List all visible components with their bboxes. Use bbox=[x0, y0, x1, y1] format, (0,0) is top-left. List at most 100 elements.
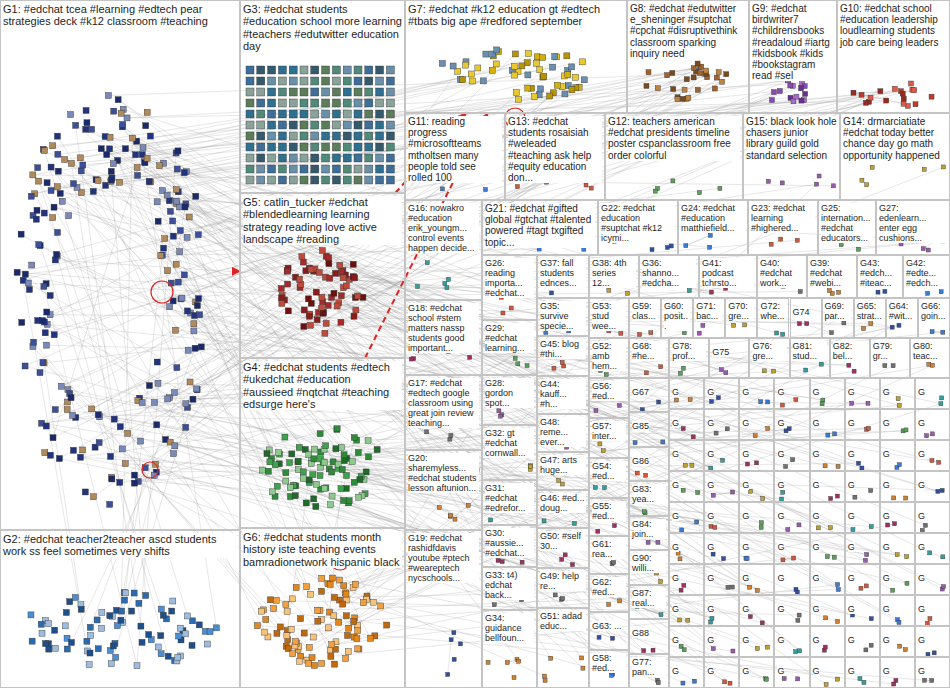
vertex-marker bbox=[257, 165, 265, 173]
vertex-marker bbox=[794, 650, 798, 654]
vertex-marker bbox=[723, 680, 727, 684]
vertex-marker bbox=[160, 612, 166, 618]
network-line bbox=[40, 246, 163, 616]
vertex-marker bbox=[386, 110, 394, 118]
vertex-marker bbox=[817, 174, 821, 178]
vertex-marker bbox=[322, 121, 330, 129]
vertex-marker bbox=[724, 72, 729, 77]
vertex-marker bbox=[791, 99, 796, 104]
group-box: G bbox=[915, 533, 950, 564]
vertex-marker bbox=[306, 644, 312, 650]
group-label: G68: #he... bbox=[632, 341, 666, 361]
vertex-marker bbox=[117, 179, 123, 185]
group-box: G75 bbox=[709, 338, 749, 378]
vertex-marker bbox=[334, 303, 340, 309]
vertex-marker bbox=[192, 345, 198, 351]
group-box: G62: #ed... bbox=[589, 574, 629, 612]
vertex-marker bbox=[815, 182, 819, 186]
vertex-marker bbox=[869, 489, 873, 493]
group-label: G bbox=[848, 418, 855, 428]
network-line bbox=[122, 86, 562, 448]
network-line bbox=[111, 399, 193, 664]
group-box: G bbox=[704, 626, 739, 657]
group-label: G57: inter... bbox=[592, 421, 626, 441]
vertex-marker bbox=[798, 290, 802, 294]
vertex-marker bbox=[612, 560, 616, 564]
group-label: G bbox=[777, 480, 784, 490]
vertex-marker bbox=[38, 621, 44, 627]
vertex-marker bbox=[697, 191, 701, 195]
vertex-marker bbox=[63, 610, 69, 616]
group-label: G65: strat... bbox=[857, 301, 883, 321]
group-box: G37: fall students ednces... bbox=[537, 255, 589, 298]
vertex-marker bbox=[118, 110, 124, 116]
group-label: G88 bbox=[632, 628, 649, 638]
vertex-marker bbox=[679, 588, 683, 592]
vertex-marker bbox=[191, 328, 197, 334]
vertex-marker bbox=[674, 398, 678, 402]
vertex-marker bbox=[376, 77, 384, 85]
vertex-marker bbox=[769, 98, 774, 103]
group-box: G53: stud wee... bbox=[589, 298, 629, 338]
vertex-marker bbox=[710, 399, 714, 403]
vertex-marker bbox=[886, 523, 890, 527]
group-label: G81: stud... bbox=[793, 341, 827, 361]
group-box: G bbox=[845, 564, 880, 595]
group-box: G bbox=[845, 533, 880, 564]
vertex-marker bbox=[73, 122, 79, 128]
vertex-marker bbox=[766, 400, 770, 404]
group-label: G bbox=[707, 604, 714, 614]
vertex-marker bbox=[301, 630, 307, 636]
vertex-marker bbox=[859, 586, 863, 590]
vertex-marker bbox=[66, 213, 72, 219]
vertex-marker bbox=[166, 198, 172, 204]
vertex-marker bbox=[300, 154, 308, 162]
vertex-marker bbox=[134, 165, 140, 171]
vertex-marker bbox=[921, 247, 925, 251]
group-box: G bbox=[774, 595, 809, 626]
vertex-marker bbox=[517, 659, 521, 663]
vertex-marker bbox=[64, 646, 70, 652]
vertex-marker bbox=[354, 110, 362, 118]
vertex-marker bbox=[78, 606, 84, 612]
vertex-marker bbox=[644, 83, 649, 88]
group-label: G21: #edchat #gifted global #gtchat #tal… bbox=[485, 203, 595, 248]
vertex-marker bbox=[246, 77, 254, 85]
vertex-marker bbox=[470, 78, 476, 84]
vertex-marker bbox=[131, 472, 137, 478]
group-box: G bbox=[704, 595, 739, 626]
vertex-marker bbox=[187, 379, 193, 385]
vertex-marker bbox=[268, 88, 276, 96]
vertex-marker bbox=[772, 369, 776, 373]
vertex-marker bbox=[905, 581, 909, 585]
vertex-marker bbox=[320, 310, 326, 316]
vertex-marker bbox=[328, 502, 334, 508]
vertex-marker bbox=[836, 464, 840, 468]
vertex-marker bbox=[285, 281, 291, 287]
vertex-marker bbox=[926, 652, 930, 656]
vertex-marker bbox=[95, 412, 101, 418]
vertex-marker bbox=[460, 77, 466, 83]
vertex-marker bbox=[268, 121, 276, 129]
group-box: G8: #edchat #edutwitter e_sheninger #sup… bbox=[627, 0, 749, 113]
vertex-marker bbox=[300, 110, 308, 118]
vertex-marker bbox=[609, 673, 613, 677]
vertex-marker bbox=[158, 606, 164, 612]
group-box: G42: #edte... #edch... bbox=[903, 255, 950, 298]
group-label: G37: fall students ednces... bbox=[540, 258, 586, 288]
group-box: G21: #edchat #gifted global #gtchat #tal… bbox=[482, 200, 598, 255]
vertex-marker bbox=[788, 83, 793, 88]
group-label: G41: podcast tchrsto... bbox=[702, 258, 754, 288]
vertex-marker bbox=[569, 87, 575, 93]
vertex-marker bbox=[88, 633, 94, 639]
vertex-marker bbox=[764, 677, 768, 681]
vertex-marker bbox=[671, 87, 676, 92]
group-label: G bbox=[918, 604, 925, 614]
vertex-marker bbox=[165, 396, 171, 402]
group-box: G bbox=[915, 378, 950, 409]
vertex-marker bbox=[500, 560, 504, 564]
vertex-marker bbox=[263, 617, 269, 623]
vertex-marker bbox=[603, 486, 607, 490]
vertex-marker bbox=[730, 585, 734, 589]
vertex-marker bbox=[316, 269, 322, 275]
